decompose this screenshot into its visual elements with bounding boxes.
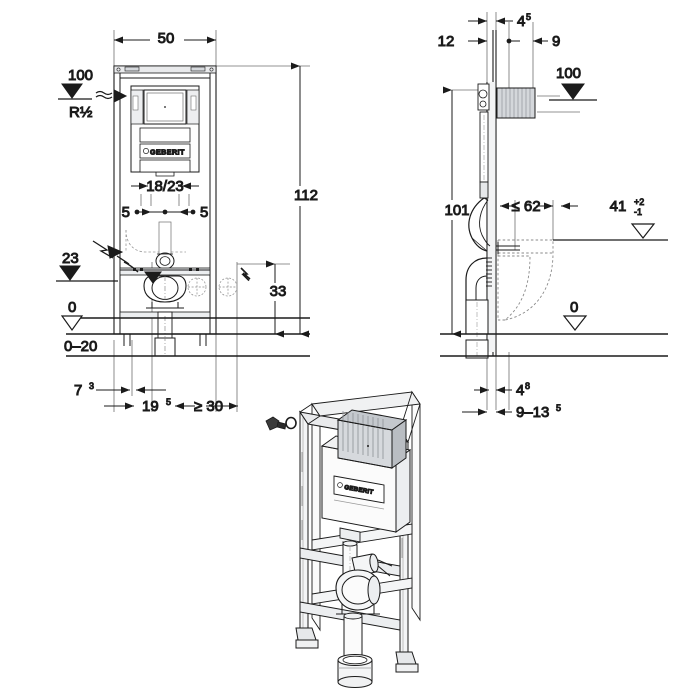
dim-height-112: 112 [289, 62, 323, 338]
level-23-label: 23 [62, 250, 79, 267]
dim-side-12-label: 12 [438, 33, 455, 50]
dim-side-4-8-label: 4 [516, 382, 524, 399]
loose-bolt [265, 416, 297, 431]
side-wc-hidden-outline [497, 239, 554, 321]
side-level-0: 0 [562, 299, 588, 331]
dim-19-5-label: 19 [142, 398, 159, 415]
dim-side-4-8: 4 8 [474, 381, 531, 400]
front-service-fittings [187, 267, 251, 297]
side-level-100-label: 100 [556, 65, 581, 82]
level-0: 0 0–20 [60, 299, 98, 356]
dim-side-9-13-5-sup: 5 [556, 403, 561, 413]
dim-height-33: 33 [266, 260, 290, 338]
dim-7-3-sup: 3 [89, 381, 94, 391]
front-cistern: GEBERIT [130, 85, 200, 177]
dim-side-4-5: 4 5 [468, 12, 532, 31]
side-level-100: 100 [549, 65, 597, 101]
dim-side-101: 101 [440, 86, 474, 338]
dim-19-5: 19 5 ≥ 30 [104, 397, 238, 416]
side-flush-bend [468, 197, 491, 252]
side-actuator-box [496, 87, 580, 119]
dim-side-4-5-label: 4 [517, 13, 525, 30]
front-floor-lines [66, 317, 310, 357]
dim-5-left: 5 [121, 204, 168, 222]
level-100: 100 [58, 67, 94, 100]
level-0-label: 0 [68, 299, 76, 316]
dim-side-41-sup: +2 [634, 197, 644, 207]
dim-7-3-label: 7 [74, 382, 82, 399]
front-drain-bend [143, 275, 187, 309]
front-flush-pipe [155, 221, 175, 270]
side-floor-lines [440, 333, 668, 357]
level-0-20-label: 0–20 [64, 338, 97, 355]
iso-drain-bend [335, 569, 381, 615]
level-100-label: 100 [68, 67, 93, 84]
dim-side-max-62: ≤ 62 [500, 198, 553, 216]
dim-height-112-label: 112 [294, 187, 318, 204]
iso-bottom-outlet [337, 612, 373, 688]
dim-18-23: 18/23 [131, 178, 199, 206]
water-supply-callout: R½ [69, 89, 128, 122]
dim-side-41-sub: -1 [634, 207, 642, 217]
dim-side-41-label: 41 [610, 198, 627, 215]
dim-5-left-label: 5 [122, 204, 130, 221]
loose-washer [285, 416, 297, 430]
dim-width-50: 50 [114, 29, 216, 48]
front-cross-rail [119, 267, 211, 276]
dim-5-right-label: 5 [200, 204, 208, 221]
side-drain-elbow [465, 257, 492, 359]
dim-7-3: 7 3 [74, 381, 166, 400]
dim-side-9-13-5-label: 9–13 [516, 404, 549, 421]
dim-height-33-label: 33 [270, 283, 287, 300]
front-wc-hidden-outline [125, 229, 186, 253]
dim-min-30-label: ≥ 30 [194, 398, 223, 415]
isometric-view: GEBERIT [265, 390, 421, 688]
dim-side-9-label: 9 [552, 33, 560, 50]
iso-actuator-block [336, 409, 408, 469]
dim-side-41: 41 +2 -1 [553, 197, 668, 241]
water-supply-label: R½ [69, 104, 93, 121]
cistern-brand-label: GEBERIT [150, 147, 185, 156]
dim-side-101-label: 101 [444, 202, 469, 219]
dim-side-9-13-5: 9–13 5 [462, 403, 562, 422]
dim-side-4-8-sup: 8 [525, 381, 530, 391]
dim-5-right: 5 [165, 204, 209, 222]
level-23: 23 [56, 240, 162, 284]
side-frame-profile [486, 30, 497, 356]
side-cistern-internals [477, 83, 490, 199]
dim-side-4-5-sup: 5 [526, 12, 531, 22]
dim-side-9: 9 [506, 33, 561, 51]
front-elevation-view: 50 112 33 [56, 29, 323, 416]
dim-side-12: 12 [437, 33, 487, 51]
side-wc-gasket [496, 242, 520, 254]
dim-18-23-label: 18/23 [146, 178, 184, 195]
side-elevation-view: 4 5 12 9 101 [437, 12, 668, 422]
water-flow-icon [95, 90, 113, 96]
dim-side-max-62-label: ≤ 62 [511, 198, 540, 215]
side-level-0-label: 0 [570, 299, 578, 316]
dim-width-50-label: 50 [158, 30, 175, 47]
dim-19-5-sup: 5 [166, 397, 171, 407]
